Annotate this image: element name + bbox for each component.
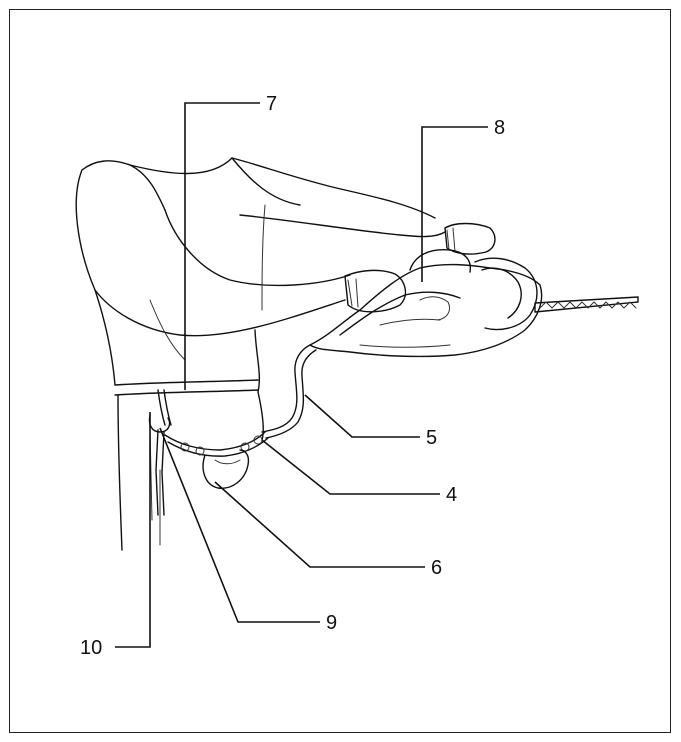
operator-figure (75, 157, 496, 551)
callout-9: 9 (326, 612, 337, 634)
leader-10 (115, 412, 151, 648)
callout-10: 10 (80, 637, 102, 659)
leader-7 (184, 102, 260, 390)
callout-4: 4 (446, 484, 457, 506)
callout-leaders (115, 102, 488, 648)
callout-5: 5 (426, 427, 437, 449)
leader-9 (159, 427, 320, 623)
callout-7: 7 (266, 93, 277, 115)
callout-6: 6 (431, 557, 442, 579)
leader-8 (421, 126, 488, 282)
callout-8: 8 (494, 117, 505, 139)
hedge-trimmer (261, 248, 639, 439)
cord-strap-assembly (148, 389, 269, 516)
figure-frame (9, 9, 671, 733)
leader-4 (261, 439, 440, 495)
leader-5 (304, 394, 420, 438)
leader-6 (214, 481, 425, 568)
